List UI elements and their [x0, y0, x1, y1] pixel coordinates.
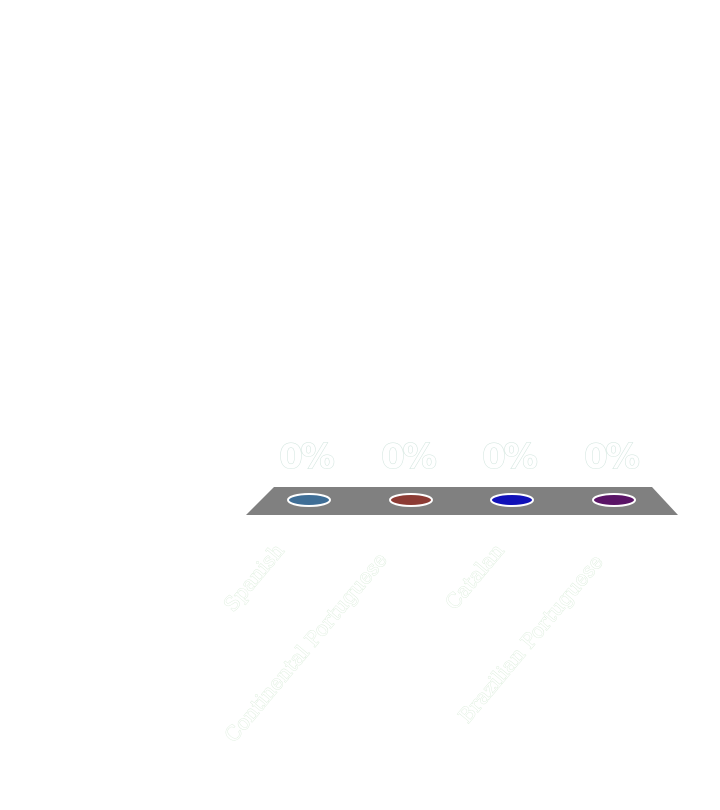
value-label-group: 0% 0% 0% 0% — [279, 437, 642, 478]
chart-floor — [246, 487, 678, 515]
bar-value-label: 0% — [482, 437, 537, 477]
bar-group — [287, 493, 636, 507]
bar-value-label: 0% — [381, 437, 436, 477]
bar — [287, 493, 331, 507]
bar — [592, 493, 636, 507]
bar-value-label: 0% — [279, 437, 334, 477]
bar — [389, 493, 433, 507]
bar-value-label: 0% — [584, 437, 639, 477]
category-tick-label: Catalan — [440, 539, 509, 615]
category-tick-label: Spanish — [218, 539, 288, 616]
bar — [490, 493, 534, 507]
